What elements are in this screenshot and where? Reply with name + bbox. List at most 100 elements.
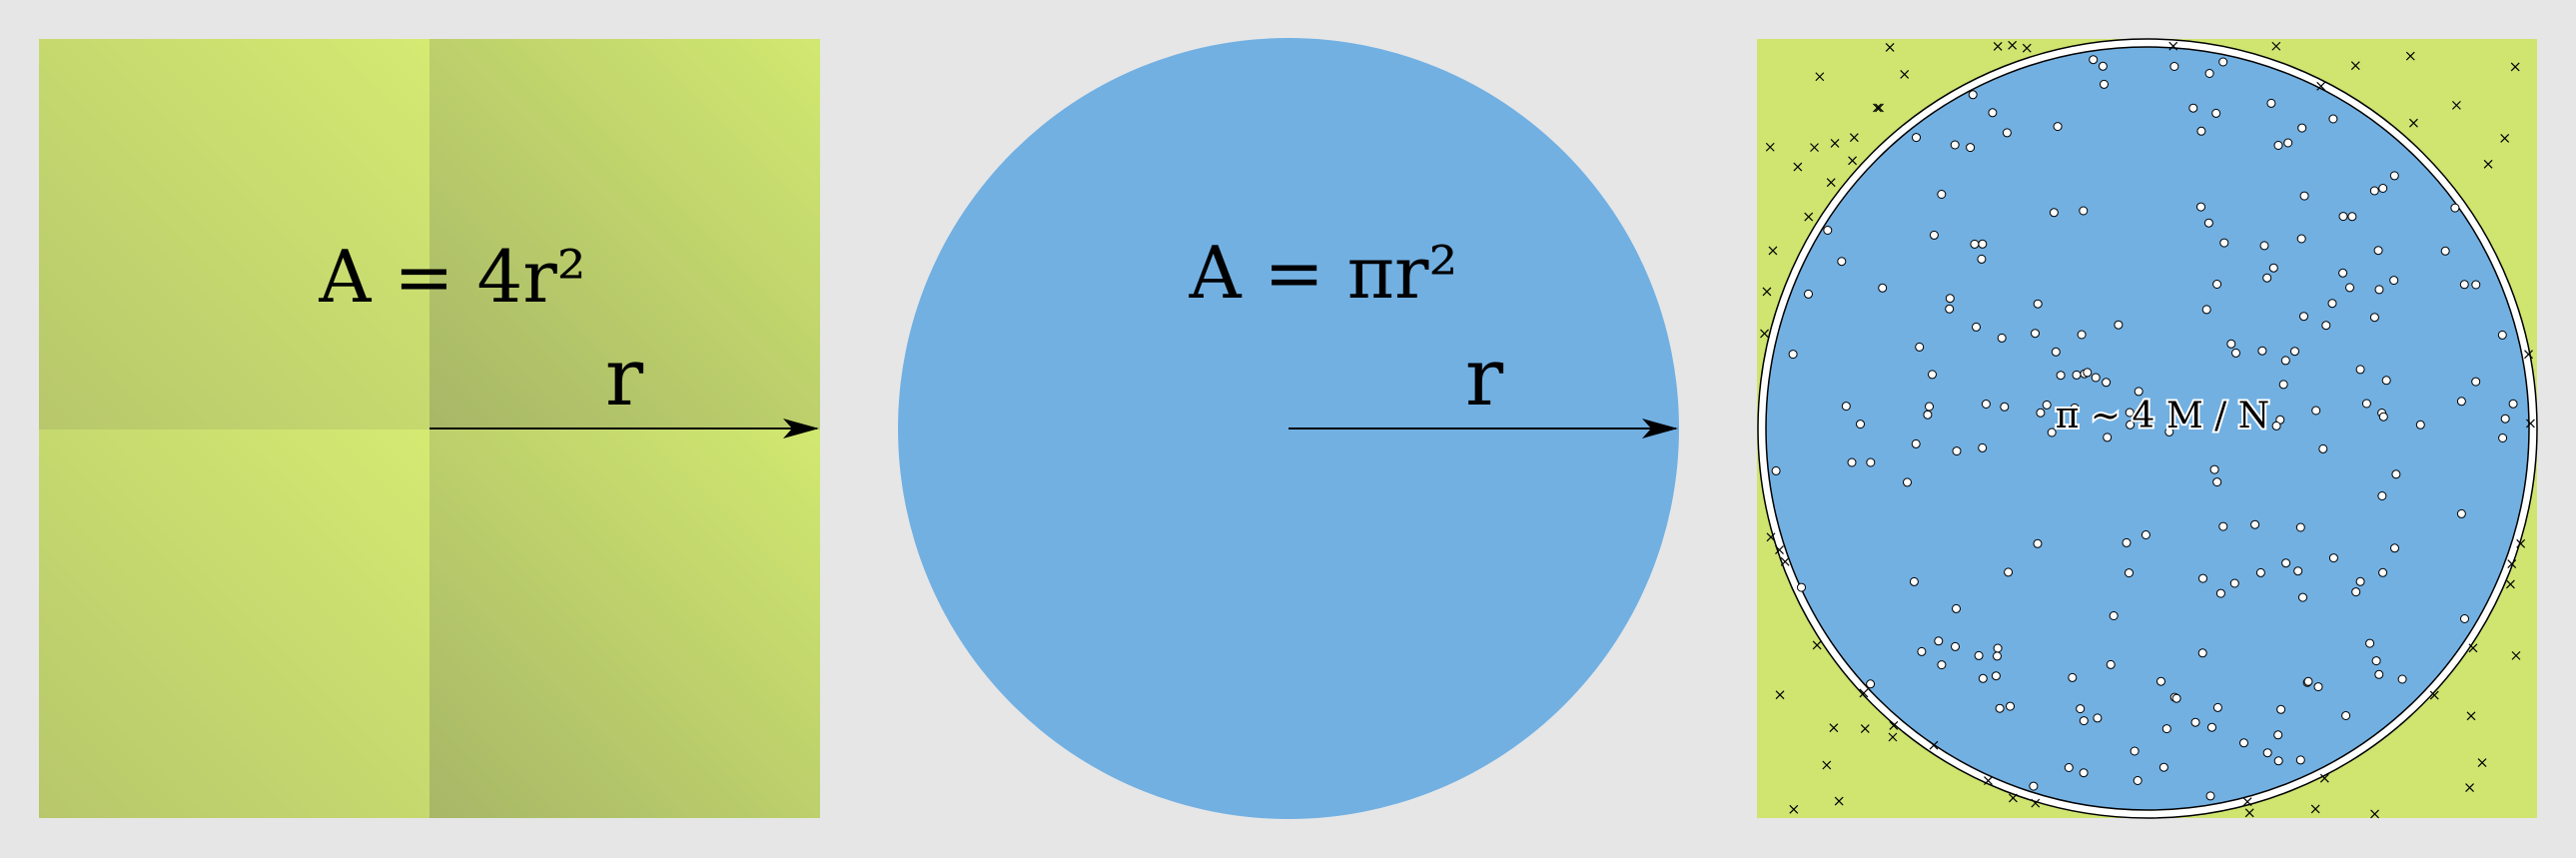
mc-point-inside — [2262, 273, 2272, 283]
mc-point-inside — [2273, 730, 2283, 740]
mc-point-inside — [1909, 576, 1919, 586]
mc-point-inside — [1991, 671, 2001, 681]
mc-point-outside — [1826, 178, 1836, 188]
mc-point-inside — [1937, 190, 1947, 199]
mc-point-inside — [2361, 399, 2371, 409]
mc-point-inside — [2212, 280, 2222, 289]
mc-point-inside — [2209, 464, 2219, 474]
mc-point-inside — [2365, 638, 2375, 648]
mc-point-inside — [2215, 588, 2225, 598]
mc-point-inside — [2471, 377, 2481, 387]
mc-point-outside — [1829, 723, 1839, 733]
mc-point-inside — [2077, 330, 2087, 340]
mc-point-inside — [2239, 738, 2248, 748]
square-radius-label: r — [605, 331, 644, 424]
mc-point-outside — [1812, 640, 1822, 650]
mc-point-outside — [1775, 545, 1784, 554]
mc-point-outside — [1875, 103, 1884, 113]
mc-point-inside — [1866, 679, 1876, 689]
mc-point-outside — [2350, 61, 2360, 71]
mc-point-inside — [1912, 133, 1921, 143]
mc-point-inside — [1928, 370, 1937, 380]
mc-point-inside — [2318, 443, 2328, 453]
mc-point-inside — [2295, 755, 2305, 765]
mc-point-outside — [2319, 773, 2329, 783]
mc-point-outside — [1848, 156, 1858, 166]
mc-point-inside — [1950, 140, 1960, 150]
mc-point-inside — [2497, 330, 2507, 340]
mc-point-outside — [2511, 650, 2521, 660]
mc-point-inside — [2049, 208, 2059, 218]
mc-point-inside — [2341, 711, 2351, 720]
mc-point-inside — [1952, 446, 1962, 456]
mc-point-inside — [2377, 491, 2387, 500]
mc-point-inside — [2006, 701, 2015, 711]
square-quadrant-bottom-left — [39, 429, 429, 818]
mc-point-inside — [2389, 276, 2399, 286]
mc-point-inside — [2415, 420, 2425, 429]
mc-point-inside — [2460, 614, 2469, 623]
mc-point-inside — [2109, 611, 2119, 620]
mc-point-outside — [2510, 62, 2520, 72]
mc-point-inside — [2126, 420, 2136, 429]
mc-point-inside — [1915, 342, 1925, 352]
mc-point-inside — [2391, 469, 2401, 479]
mc-point-inside — [2068, 672, 2078, 682]
mc-point-outside — [2310, 804, 2320, 814]
mc-point-inside — [1917, 646, 1927, 656]
mc-point-inside — [1903, 477, 1912, 487]
mc-point-inside — [2471, 280, 2481, 290]
mc-point-inside — [2456, 397, 2466, 407]
mc-point-inside — [2378, 184, 2388, 193]
mc-point-outside — [2316, 81, 2326, 91]
circle-area-formula: A = πr² — [1189, 231, 1458, 315]
mc-point-inside — [1988, 108, 1998, 118]
mc-point-outside — [2008, 793, 2018, 803]
mc-point-inside — [2204, 69, 2214, 78]
mc-point-inside — [2042, 400, 2052, 410]
mc-point-inside — [2091, 373, 2101, 383]
mc-pi-estimate: π ~ 4 M / N — [2056, 396, 2269, 436]
mc-point-inside — [2440, 246, 2450, 256]
mc-point-inside — [2373, 246, 2383, 256]
mc-point-inside — [2211, 108, 2221, 118]
mc-point-outside — [1993, 41, 2003, 51]
mc-point-inside — [1929, 230, 1939, 240]
mc-point-outside — [2466, 711, 2476, 721]
mc-point-outside — [2031, 798, 2041, 808]
mc-point-inside — [2036, 408, 2046, 418]
mc-point-inside — [1945, 294, 1955, 304]
mc-point-inside — [1977, 254, 1987, 264]
mc-point-outside — [2524, 350, 2533, 360]
mc-point-outside — [1760, 329, 1769, 339]
mc-point-inside — [1934, 636, 1944, 646]
mc-point-inside — [2271, 421, 2281, 430]
mc-point-outside — [2370, 809, 2379, 819]
mc-point-inside — [2207, 722, 2216, 732]
mc-point-inside — [2198, 573, 2207, 583]
mc-point-inside — [2369, 186, 2379, 196]
mc-sample-points — [1760, 40, 2535, 819]
mc-point-inside — [2102, 378, 2112, 388]
mc-point-outside — [1849, 133, 1859, 143]
mc-point-inside — [1804, 289, 1813, 299]
mc-point-inside — [2500, 414, 2510, 424]
mc-point-inside — [2072, 370, 2082, 380]
mc-circle — [1765, 46, 2530, 811]
mc-point-outside — [2507, 559, 2517, 569]
mc-point-inside — [2355, 365, 2365, 375]
mc-point-outside — [2271, 41, 2281, 51]
mc-point-inside — [2203, 218, 2213, 228]
mc-point-inside — [2369, 313, 2379, 323]
mc-point-inside — [2259, 241, 2269, 251]
mc-point-inside — [1966, 143, 1976, 153]
mc-point-inside — [2290, 347, 2299, 357]
mc-point-inside — [1970, 239, 1980, 249]
square-panel: A = 4r² r — [39, 39, 820, 818]
mc-point-inside — [1837, 257, 1847, 267]
mc-point-inside — [2079, 716, 2089, 726]
mc-point-inside — [2456, 508, 2466, 518]
mc-point-inside — [2079, 768, 2089, 778]
mc-point-outside — [1793, 162, 1803, 172]
